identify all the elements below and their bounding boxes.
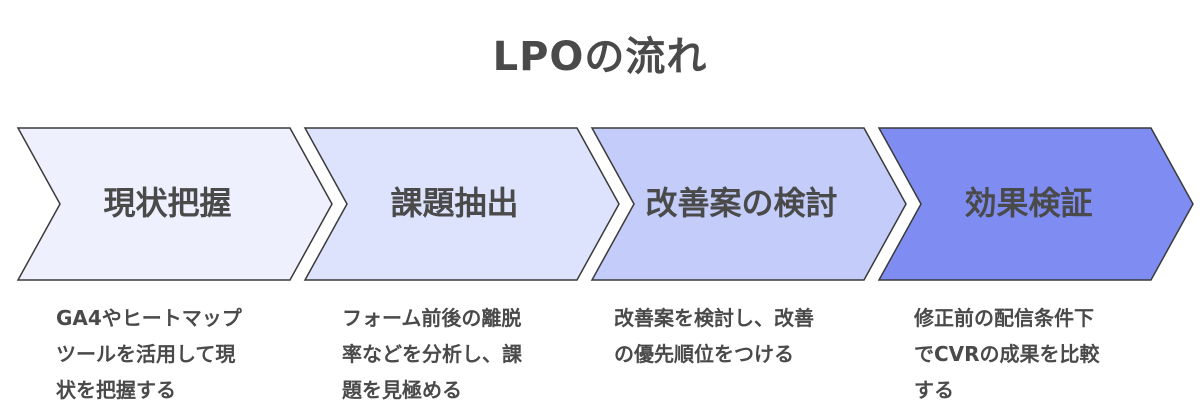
diagram-title: LPOの流れ xyxy=(492,34,708,80)
step-label-3: 改善案の検討 xyxy=(645,184,838,222)
step-description-2: フォーム前後の離脱 率などを分析し、課 題を見極める xyxy=(342,300,574,408)
step-label-1: 現状把握 xyxy=(103,184,232,222)
chevron-step-1 xyxy=(16,127,333,281)
chevron-step-2 xyxy=(303,127,620,281)
description-line: 修正前の配信条件下 xyxy=(914,306,1094,330)
chevron-step-3 xyxy=(590,127,907,281)
step-label-2: 課題抽出 xyxy=(390,184,519,222)
description-line: でCVRの成果を比較 xyxy=(914,342,1100,366)
description-line: する xyxy=(914,378,954,402)
step-description-3: 改善案を検討し、改善 の優先順位をつける xyxy=(614,300,846,372)
description-line: の優先順位をつける xyxy=(614,342,794,366)
description-line: 題を見極める xyxy=(342,378,462,402)
description-line: ツールを活用して現 xyxy=(56,342,236,366)
description-line: 改善案を検討し、改善 xyxy=(614,306,814,330)
description-line: 率などを分析し、課 xyxy=(342,342,522,366)
step-description-1: GA4やヒートマップ ツールを活用して現 状を把握する xyxy=(56,300,288,408)
chevron-step-4 xyxy=(877,127,1194,281)
step-label-4: 効果検証 xyxy=(964,184,1093,222)
description-line: GA4やヒートマップ xyxy=(56,306,242,330)
step-description-4: 修正前の配信条件下 でCVRの成果を比較 する xyxy=(914,300,1146,408)
description-line: フォーム前後の離脱 xyxy=(342,306,522,330)
description-line: 状を把握する xyxy=(56,378,176,402)
